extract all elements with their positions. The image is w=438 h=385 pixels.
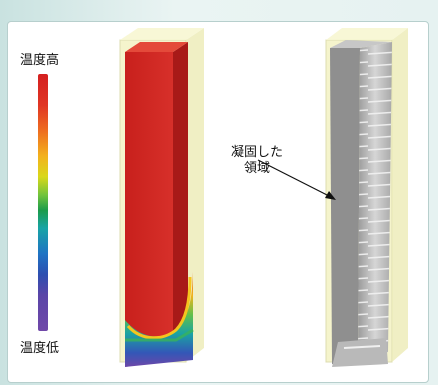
caption-line-1: 凝固した: [230, 145, 283, 160]
simulation-illustration: [119, 28, 408, 367]
temperature-color-scale: [38, 74, 48, 331]
molten-metal-block: [125, 42, 194, 367]
annotation-arrow: [257, 159, 336, 200]
legend-high-label: 温度高: [20, 53, 60, 68]
legend-low-label: 温度低: [20, 341, 60, 356]
caption-line-2: 領域: [243, 161, 270, 176]
figure-panel: 温度高 温度低: [7, 21, 429, 383]
solidified-region-caption: 凝固した 領域: [227, 145, 287, 177]
solidified-region: [330, 40, 392, 367]
